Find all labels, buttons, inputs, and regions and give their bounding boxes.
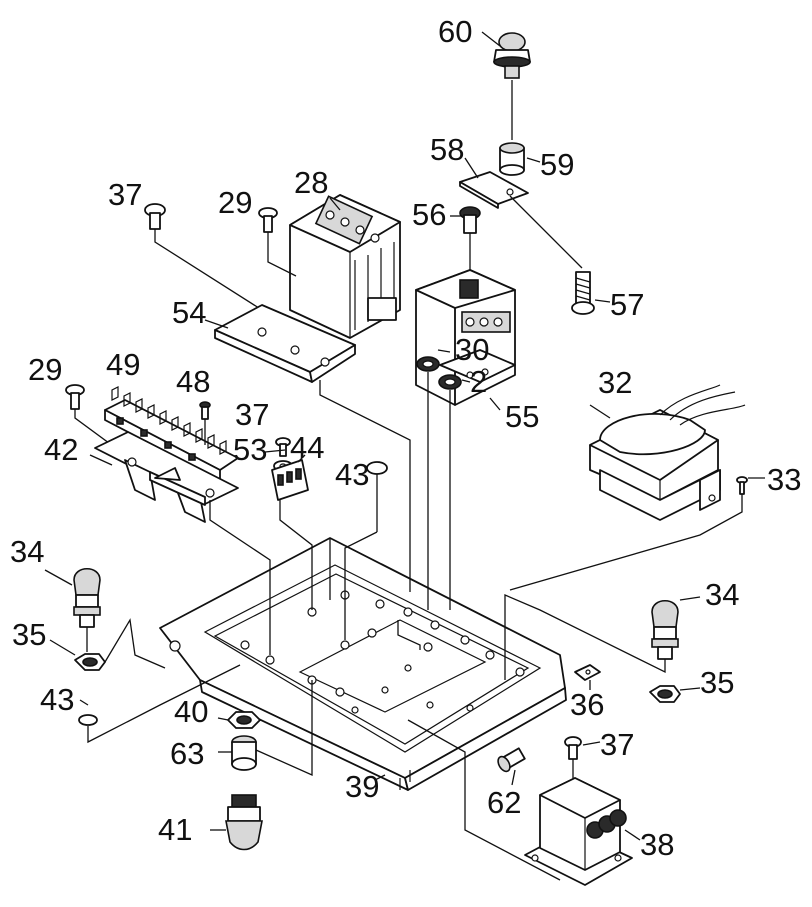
callout-42: 42	[44, 432, 78, 467]
callout-48: 48	[176, 364, 210, 399]
cable-gland-34a	[73, 567, 101, 652]
cylinder-62	[497, 747, 526, 773]
callout-43-left: 43	[40, 682, 74, 717]
plug-43b	[78, 664, 241, 744]
cable-gland-41	[225, 794, 263, 851]
callout-39: 39	[345, 769, 379, 804]
callout-29-top: 29	[218, 185, 252, 220]
callout-63: 63	[170, 736, 204, 771]
callout-37-mid: 37	[235, 397, 269, 432]
screw-33	[509, 476, 748, 591]
callout-37-top: 37	[108, 177, 142, 212]
overload-relay-55	[415, 269, 516, 406]
screw-29a	[258, 207, 297, 277]
base-plate	[159, 537, 567, 791]
bolt-57	[571, 271, 595, 315]
callout-30: 30	[455, 332, 489, 367]
callout-34-left: 34	[10, 534, 44, 569]
callout-57: 57	[610, 287, 644, 322]
plug-43a	[344, 461, 388, 640]
din-rail-54	[214, 304, 411, 592]
terminal-block-49	[104, 386, 239, 481]
knob-56	[459, 206, 481, 270]
callout-36: 36	[570, 687, 604, 722]
terminal-block-38	[407, 719, 633, 886]
callout-32: 32	[598, 365, 632, 400]
pushbutton-60	[493, 32, 531, 140]
callout-38: 38	[640, 827, 674, 862]
callout-49: 49	[106, 347, 140, 382]
nut-40	[227, 711, 261, 729]
spacer-59	[499, 142, 525, 176]
callout-55: 55	[505, 399, 539, 434]
transformer-32	[589, 384, 746, 521]
clip-36	[574, 664, 601, 681]
nut-35b	[649, 685, 681, 703]
callout-33: 33	[767, 462, 801, 497]
callout-28: 28	[294, 165, 328, 200]
screw-48	[199, 401, 211, 445]
callout-35-left: 35	[12, 617, 46, 652]
callout-40: 40	[174, 694, 208, 729]
callout-56: 56	[412, 197, 446, 232]
grommet-2	[438, 374, 462, 610]
callout-29-left: 29	[28, 352, 62, 387]
contactor-28	[289, 194, 401, 339]
cable-gland-34b	[504, 594, 679, 680]
callout-2: 2	[470, 364, 487, 399]
callout-53: 53	[233, 432, 267, 467]
terminal-rail-42	[94, 431, 271, 655]
callout-34-right: 34	[705, 577, 739, 612]
nut-35a	[74, 618, 166, 671]
insert-63	[231, 680, 313, 777]
callout-60: 60	[438, 14, 472, 49]
callout-59: 59	[540, 147, 574, 182]
callout-44: 44	[290, 430, 324, 465]
terminal-clamp-44	[271, 459, 313, 610]
screw-37a	[144, 203, 263, 311]
callout-58: 58	[430, 132, 464, 167]
callout-leaders	[44, 31, 765, 841]
callout-54: 54	[172, 295, 206, 330]
callout-62: 62	[487, 785, 521, 820]
callout-37-bottom: 37	[600, 727, 634, 762]
callout-labels: 60 59 58 56 57 55 37 29 28 54 29 49 48 3…	[10, 14, 801, 862]
grommet-30	[416, 356, 440, 610]
callout-35-right: 35	[700, 665, 734, 700]
callout-43-top: 43	[335, 457, 369, 492]
plate-58	[459, 171, 583, 269]
callout-41: 41	[158, 812, 192, 847]
